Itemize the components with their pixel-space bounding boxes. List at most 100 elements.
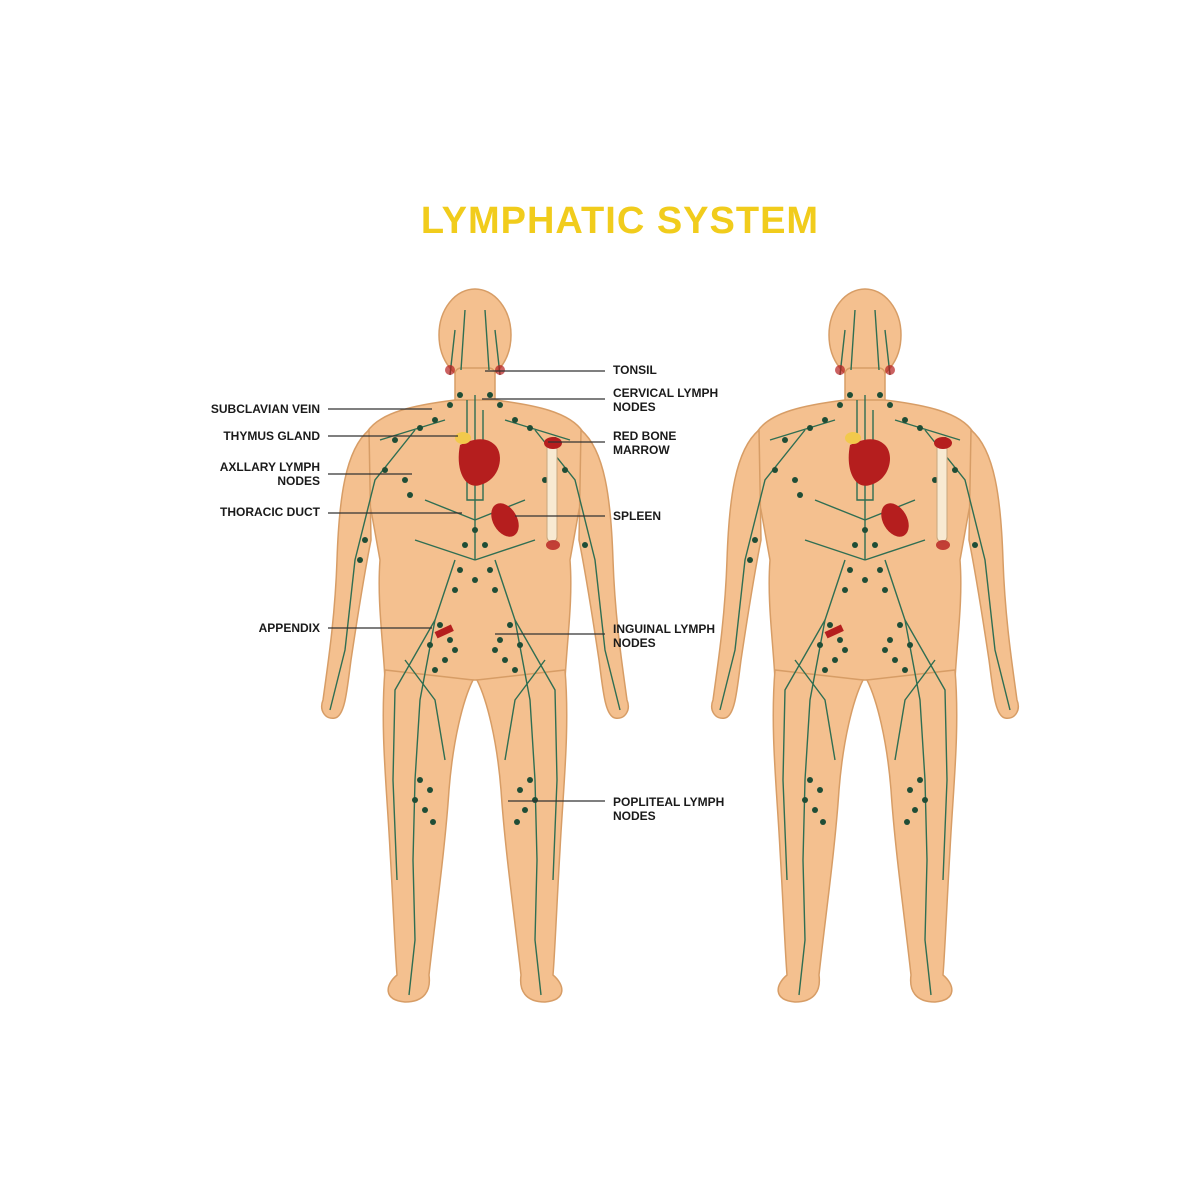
label-popliteal: POPLITEAL LYMPH NODES: [613, 795, 725, 823]
lymph-node: [427, 642, 433, 648]
lymph-node: [907, 642, 913, 648]
lymph-node: [562, 467, 568, 473]
lymph-node: [527, 777, 533, 783]
label-spleen: SPLEEN: [613, 509, 662, 523]
lymph-node: [877, 392, 883, 398]
spleen: [881, 503, 909, 537]
lymph-node: [907, 787, 913, 793]
lymph-node: [837, 402, 843, 408]
lymph-vessel: [404, 659, 546, 761]
lymph-node: [432, 417, 438, 423]
lymph-vessel: [804, 499, 926, 561]
lymph-node: [457, 567, 463, 573]
lymph-node: [432, 667, 438, 673]
lymph-node: [462, 542, 468, 548]
lymph-node: [497, 402, 503, 408]
lymph-node: [582, 542, 588, 548]
lymph-node: [802, 797, 808, 803]
lymph-node: [912, 807, 918, 813]
lymph-node: [882, 587, 888, 593]
lymph-node: [422, 807, 428, 813]
lymph-node: [472, 527, 478, 533]
lymph-vessel: [769, 419, 961, 441]
tonsil: [445, 365, 455, 375]
label-subclavian: SUBCLAVIAN VEIN: [210, 402, 320, 416]
lymph-node: [492, 647, 498, 653]
lymph-node: [807, 425, 813, 431]
lymph-node: [487, 392, 493, 398]
lymph-node: [502, 657, 508, 663]
diagram-title: LYMPHATIC SYSTEM: [420, 200, 820, 242]
lymph-node: [902, 417, 908, 423]
tonsil: [885, 365, 895, 375]
lymph-node: [862, 577, 868, 583]
lymph-vessel: [379, 419, 571, 441]
lymph-node: [452, 647, 458, 653]
lymph-node: [847, 567, 853, 573]
appendix: [824, 624, 844, 639]
lymph-node: [402, 477, 408, 483]
label-red-bone-marrow: RED BONE MARROW: [613, 429, 677, 457]
lymph-node: [820, 819, 826, 825]
lymph-node: [797, 492, 803, 498]
lymph-vessel: [839, 309, 891, 376]
thymus-gland: [455, 432, 471, 444]
lymph-node: [782, 437, 788, 443]
lymph-vessel: [782, 619, 948, 881]
lymph-node: [487, 567, 493, 573]
arm-bone: [936, 441, 948, 543]
lymph-node: [447, 402, 453, 408]
lymph-node: [842, 647, 848, 653]
lymph-node: [917, 425, 923, 431]
lymph-node: [507, 622, 513, 628]
lymph-node: [972, 542, 978, 548]
lymph-node: [887, 402, 893, 408]
lymph-node: [517, 642, 523, 648]
lymph-node: [417, 425, 423, 431]
appendix: [434, 624, 454, 639]
body-figure-back: [710, 288, 1020, 1003]
lymph-node: [407, 492, 413, 498]
lymph-node: [517, 787, 523, 793]
spleen: [491, 503, 519, 537]
tonsil: [495, 365, 505, 375]
lymph-node: [512, 667, 518, 673]
label-inguinal: INGUINAL LYMPH NODES: [613, 622, 716, 650]
lymph-node: [514, 819, 520, 825]
lymph-node: [362, 537, 368, 543]
lymph-node: [392, 437, 398, 443]
tonsil: [835, 365, 845, 375]
lymph-node: [842, 587, 848, 593]
label-axillary: AXLLARY LYMPH NODES: [219, 460, 320, 488]
lymph-node: [887, 637, 893, 643]
lymph-node: [922, 797, 928, 803]
lymph-node: [772, 467, 778, 473]
red-bone-marrow: [934, 437, 952, 449]
lymph-node: [897, 622, 903, 628]
lymph-node: [892, 657, 898, 663]
lymph-node: [837, 637, 843, 643]
lymph-vessel: [392, 619, 558, 881]
lymph-vessel: [794, 659, 936, 761]
arm-bone: [546, 441, 558, 543]
lymph-node: [442, 657, 448, 663]
lymph-node: [862, 527, 868, 533]
lymph-node: [917, 777, 923, 783]
label-thoracic: THORACIC DUCT: [220, 505, 320, 519]
heart: [458, 439, 500, 486]
lymph-node: [457, 392, 463, 398]
lymph-node: [877, 567, 883, 573]
lymph-node: [382, 467, 388, 473]
lymph-node: [472, 577, 478, 583]
lymph-vessel: [414, 499, 536, 561]
lymph-node: [437, 622, 443, 628]
lymph-node: [817, 642, 823, 648]
lymph-node: [522, 807, 528, 813]
lymph-node: [527, 425, 533, 431]
bone-marrow-elbow: [936, 540, 950, 550]
lymph-node: [827, 622, 833, 628]
lymph-node: [952, 467, 958, 473]
lymph-node: [807, 777, 813, 783]
lymph-node: [904, 819, 910, 825]
lymph-vessel: [534, 429, 621, 711]
